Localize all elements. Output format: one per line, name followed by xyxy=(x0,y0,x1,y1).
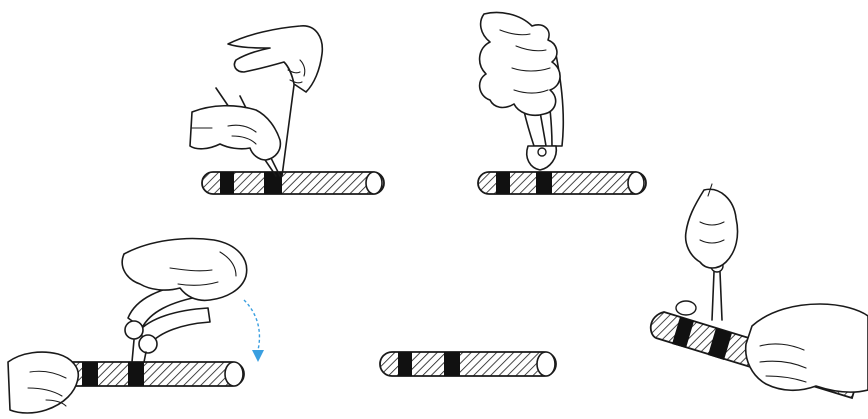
step-pliers-twist xyxy=(8,239,264,413)
binding-band xyxy=(220,172,234,194)
step-pliers-grip xyxy=(478,13,646,195)
step-finished-rod xyxy=(380,352,556,376)
rotation-arrow-icon xyxy=(244,300,264,362)
binding-band xyxy=(398,352,412,376)
hands-with-cutter-icon xyxy=(686,184,868,392)
rod xyxy=(478,172,646,194)
binding-band xyxy=(128,362,144,386)
rod xyxy=(202,172,384,194)
binding-band xyxy=(444,352,460,376)
binding-band xyxy=(496,172,510,194)
binding-band xyxy=(82,362,98,386)
binding-band xyxy=(536,172,552,194)
step-binding-wire-wrap xyxy=(190,26,384,194)
step-cut-wire-ends xyxy=(651,184,868,398)
rod xyxy=(60,362,244,386)
hand-with-wire-icon xyxy=(190,26,322,176)
banded-rod-icon xyxy=(380,352,556,376)
hand-with-pliers-icon xyxy=(480,13,564,171)
